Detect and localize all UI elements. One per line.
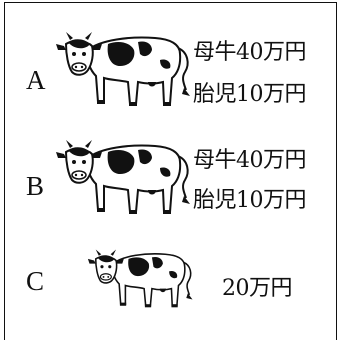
row-b-letter: B [26,171,45,201]
row-b-mother-price: 母牛40万円 [193,148,307,173]
cow-icon [55,139,191,215]
row-a-fetus-price: 胎児10万円 [193,82,307,107]
row-c-letter: C [26,266,45,296]
row-a-mother-price: 母牛40万円 [193,40,307,65]
row-b-fetus-price: 胎児10万円 [193,188,307,213]
figure-frame [4,2,337,340]
row-a-letter: A [26,65,46,95]
cow-icon [87,248,194,309]
cow-icon [55,31,191,107]
row-c-price: 20万円 [222,276,293,301]
